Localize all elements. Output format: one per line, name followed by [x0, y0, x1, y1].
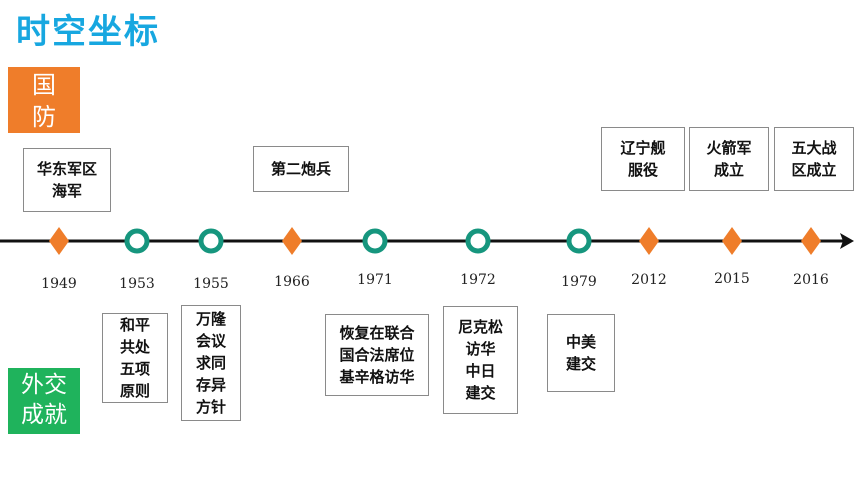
box-line: 五大战: [791, 139, 837, 157]
defense-label-line2: 防: [32, 103, 56, 131]
year-label: 1949: [41, 276, 77, 292]
timeline-markers: [49, 227, 821, 255]
box-line: 建交: [565, 355, 596, 373]
year-label: 1955: [193, 276, 229, 292]
box-line: 共处: [119, 338, 150, 356]
year-label: 1972: [460, 272, 496, 288]
defense-box-east-china-navy: 华东军区 海军: [23, 148, 111, 212]
box-line: 第二炮兵: [270, 160, 331, 178]
year-label: 2015: [714, 271, 750, 287]
year-label: 1979: [561, 274, 597, 290]
defense-box-five-theater-commands: 五大战 区成立: [774, 127, 854, 191]
diplomacy-event-marker: [124, 228, 150, 254]
diplomacy-category-label: 外交 成就: [8, 368, 80, 434]
defense-event-marker: [801, 227, 821, 255]
defense-event-marker: [49, 227, 69, 255]
diplomacy-label-line2: 成就: [21, 402, 67, 428]
diplomacy-label-line1: 外交: [21, 372, 67, 398]
defense-category-label: 国 防: [8, 67, 80, 133]
box-line: 万隆: [195, 310, 226, 328]
year-label: 1953: [119, 276, 155, 292]
box-line: 火箭军: [706, 139, 752, 157]
box-line: 恢复在联合: [339, 324, 415, 342]
box-line: 存异: [195, 376, 226, 394]
diplomacy-box-un-seat-kissinger: 恢复在联合 国合法席位 基辛格访华: [325, 314, 429, 396]
box-line: 成立: [713, 161, 744, 179]
diplomacy-box-bandung-conference: 万隆 会议 求同 存异 方针: [181, 305, 241, 421]
box-line: 中日: [465, 362, 496, 380]
year-label: 1971: [357, 272, 393, 288]
box-line: 基辛格访华: [339, 368, 415, 386]
box-line: 华东军区: [36, 160, 97, 178]
box-line: 方针: [195, 398, 226, 416]
box-line: 和平: [119, 316, 150, 334]
diplomacy-box-five-principles: 和平 共处 五项 原则: [102, 313, 168, 403]
box-line: 建交: [465, 384, 496, 402]
diplomacy-event-marker: [198, 228, 224, 254]
year-label: 1966: [274, 274, 310, 290]
diplomacy-event-marker: [362, 228, 388, 254]
diplomacy-box-sino-us-relations: 中美 建交: [547, 314, 615, 392]
box-line: 访华: [465, 340, 496, 358]
defense-box-second-artillery: 第二炮兵: [253, 146, 349, 192]
diplomacy-event-marker: [566, 228, 592, 254]
box-line: 尼克松: [457, 318, 503, 336]
box-line: 区成立: [791, 161, 837, 179]
timeline-arrow-head: [840, 233, 854, 249]
box-line: 求同: [195, 354, 226, 372]
year-label: 2016: [793, 272, 829, 288]
diplomacy-event-marker: [465, 228, 491, 254]
defense-box-rocket-force: 火箭军 成立: [689, 127, 769, 191]
diplomacy-box-nixon-visit: 尼克松 访华 中日 建交: [443, 306, 518, 414]
box-line: 服役: [627, 161, 658, 179]
defense-event-marker: [282, 227, 302, 255]
box-line: 国合法席位: [339, 346, 415, 364]
defense-label-line1: 国: [32, 71, 56, 99]
box-line: 五项: [119, 360, 150, 378]
box-line: 会议: [195, 332, 226, 350]
box-line: 辽宁舰: [620, 139, 666, 157]
box-line: 中美: [565, 333, 596, 351]
page-title: 时空坐标: [16, 12, 160, 52]
box-line: 原则: [119, 382, 150, 400]
year-label: 2012: [631, 272, 667, 288]
defense-box-liaoning-carrier: 辽宁舰 服役: [601, 127, 685, 191]
defense-event-marker: [639, 227, 659, 255]
box-line: 海军: [51, 182, 82, 200]
defense-event-marker: [722, 227, 742, 255]
